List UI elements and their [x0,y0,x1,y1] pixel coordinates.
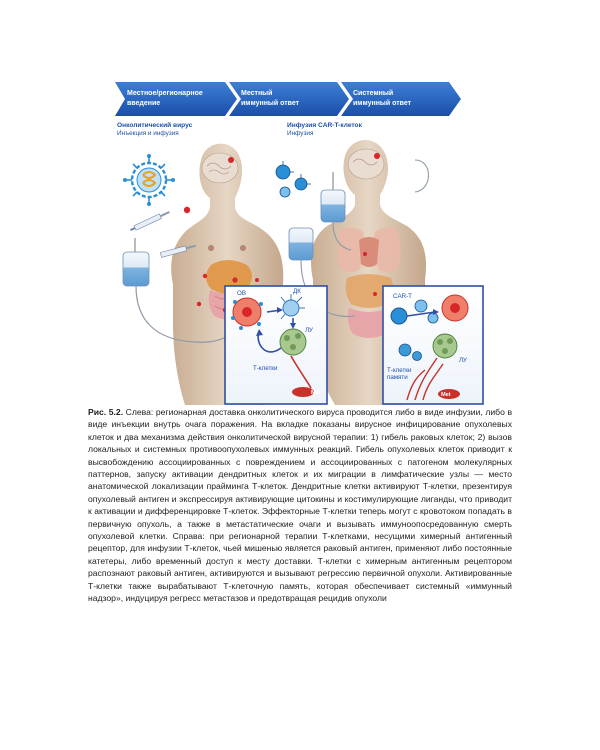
process-arrows: Местное/регионарное введение Местный имм… [115,82,461,116]
tcells-label: Т-клетки [253,365,278,372]
right-met-label: Met [441,392,451,398]
right-lu-label: ЛУ [459,357,467,364]
right-panel-subtitle: Инфузия [287,130,314,137]
arrow-regional-delivery [115,82,237,116]
met-label: Met [311,390,321,396]
right-panel-title: Инфузия CAR-T-клеток [287,122,363,129]
right-lymph-node [432,333,458,359]
figure-illustration: Местное/регионарное введение Местный имм… [115,80,485,405]
arrow3-line2: иммунный ответ [353,99,412,107]
memory-line2: памяти [387,374,408,381]
left-inset: ОВ ДК ЛУ Т-клетки Met [224,285,328,405]
lymph-node [279,328,307,356]
iv-bag-upper-icon [320,189,346,223]
dendritic-cell [282,299,300,317]
arrow-systemic-immune [341,82,461,116]
iv-bag-lower-icon [288,227,314,261]
left-panel-title: Онколитический вирус [117,121,193,129]
memory-t-cell-icon [398,343,412,357]
right-liver [345,274,394,308]
blood-vessels [406,357,444,401]
syringe-icon [130,211,197,258]
car-t-cell [390,307,408,325]
arrow1-line2: введение [127,100,160,107]
right-metastasis-marker [438,389,460,399]
arrow3-line1: Системный [353,89,393,97]
arrow-local-immune [229,82,349,116]
caption-text: Слева: регионарная доставка онколитическ… [88,407,513,604]
memory-line1: Т-клетки [387,367,412,374]
lu-label: ЛУ [305,327,313,334]
right-lung-right [373,227,401,273]
left-brain-tumor [228,157,234,163]
arrow1-line1: Местное/регионарное [127,90,203,97]
figure-caption: Рис. 5.2. Слева: регионарная доставка он… [88,406,512,605]
ov-label: ОВ [237,290,246,297]
arrow2-line1: Местный [241,89,272,97]
left-panel-subtitle: Инъекция и инфузия [117,130,179,137]
dk-label: ДК [293,288,301,295]
figure-svg: Местное/регионарное введение Местный имм… [115,82,484,405]
metastasis-marker [292,387,314,397]
cart-label: CAR-T [393,293,412,300]
oncolytic-virus-icon [123,154,175,206]
arrow2-line2: иммунный ответ [241,99,300,107]
iv-bag-icon [122,238,238,343]
virus-particles [231,300,263,330]
caption-label: Рис. 5.2. [88,407,124,417]
right-inset: CAR-T ЛУ Т-клетки памяти Met [382,285,484,405]
right-brain-tumor [374,153,380,159]
car-t-cells-icon [275,161,311,198]
